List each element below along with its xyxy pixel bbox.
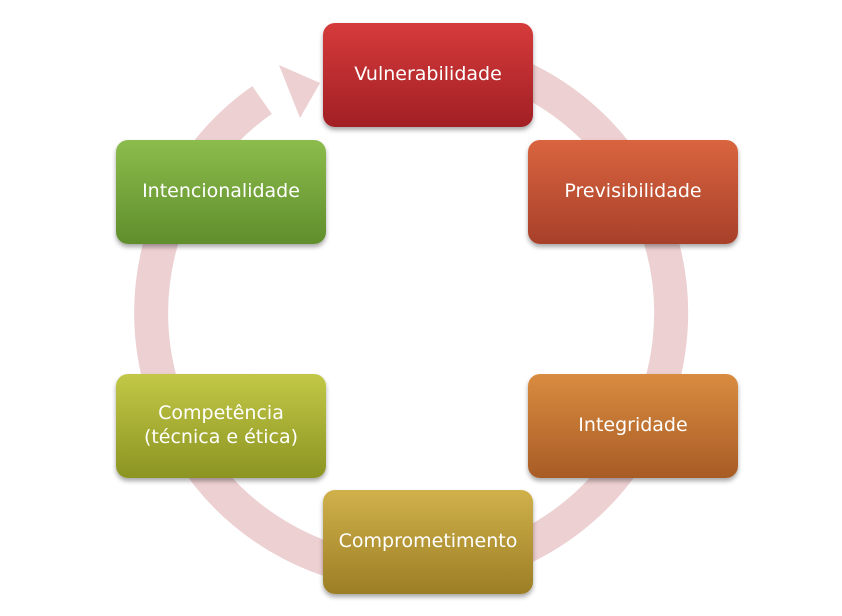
node-integridade[interactable]: Integridade	[528, 374, 738, 478]
node-competencia[interactable]: Competência (técnica e ética)	[116, 374, 326, 478]
node-label: Vulnerabilidade	[354, 63, 502, 86]
node-label: Integridade	[578, 414, 688, 437]
node-vulnerabilidade[interactable]: Vulnerabilidade	[323, 23, 533, 127]
node-previsibilidade[interactable]: Previsibilidade	[528, 140, 738, 244]
node-intencionalidade[interactable]: Intencionalidade	[116, 140, 326, 244]
node-label: Competência (técnica e ética)	[143, 402, 299, 448]
node-label: Intencionalidade	[142, 180, 300, 203]
node-label: Comprometimento	[338, 530, 518, 553]
node-label: Previsibilidade	[564, 180, 702, 203]
cycle-arrowhead	[279, 65, 320, 118]
node-comprometimento[interactable]: Comprometimento	[323, 490, 533, 594]
